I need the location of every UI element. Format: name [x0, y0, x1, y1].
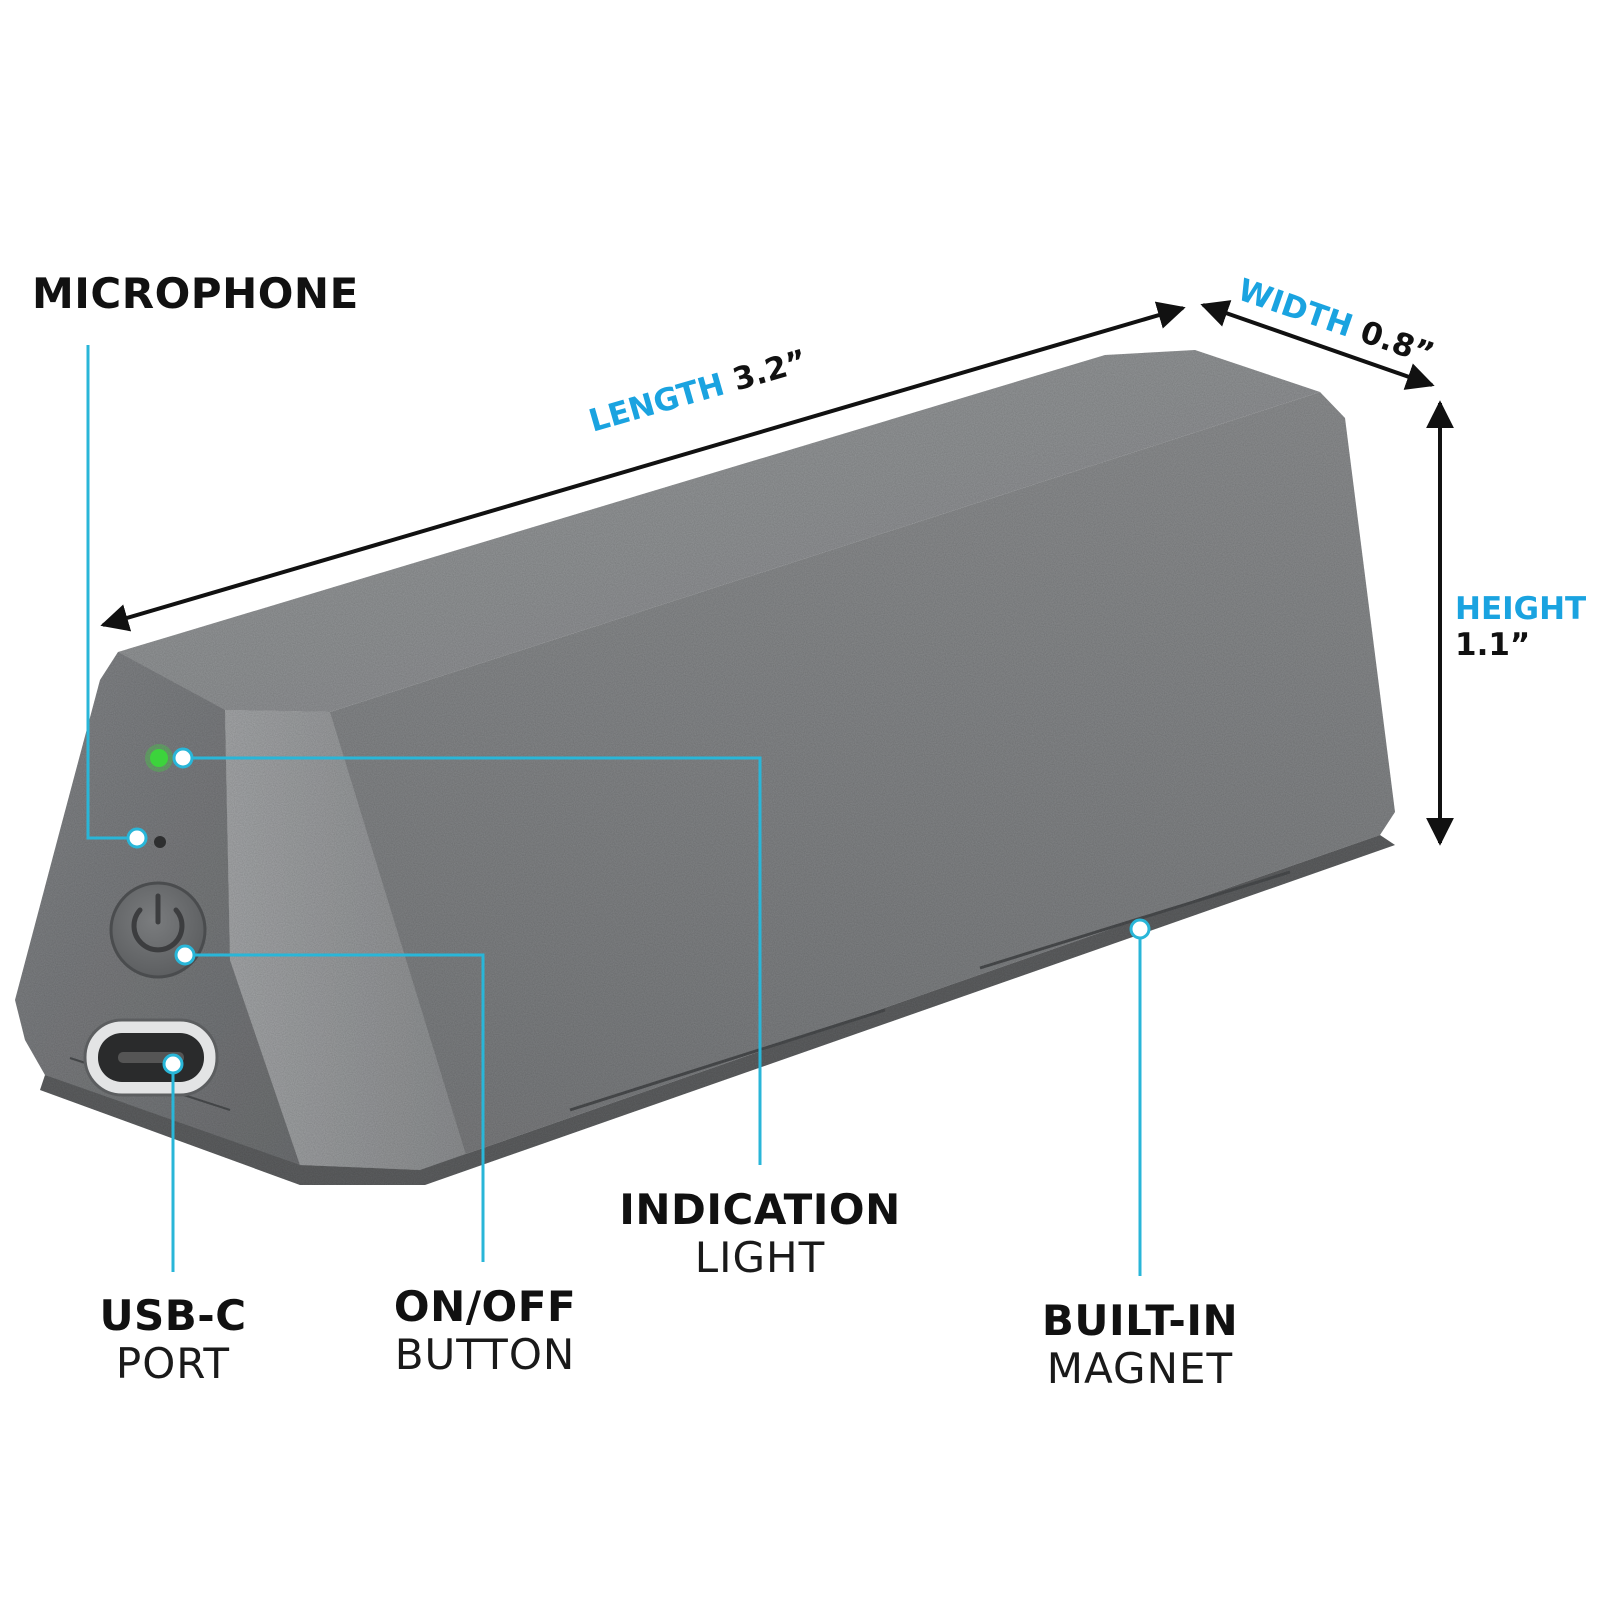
microphone-label: MICROPHONE — [32, 269, 359, 318]
callout-dots — [126, 747, 1151, 1075]
power-icon — [131, 893, 185, 953]
width-arrow — [1200, 300, 1435, 390]
usb-c-port-label: USB-C PORT — [99, 1291, 247, 1389]
built-in-magnet-label: BUILT-IN MAGNET — [1041, 1296, 1239, 1394]
device-body — [15, 350, 1395, 1185]
indication-light-label: INDICATION LIGHT — [619, 1185, 901, 1283]
microphone-hole-icon — [154, 836, 166, 848]
led-indicator-icon — [150, 749, 168, 767]
height-dimension-label: HEIGHT 1.1” — [1455, 591, 1587, 663]
callout-lines — [86, 345, 1142, 1276]
length-arrow — [100, 301, 1186, 632]
on-off-button-label: ON/OFF BUTTON — [393, 1282, 577, 1380]
usb-c-port-icon — [83, 1018, 219, 1097]
